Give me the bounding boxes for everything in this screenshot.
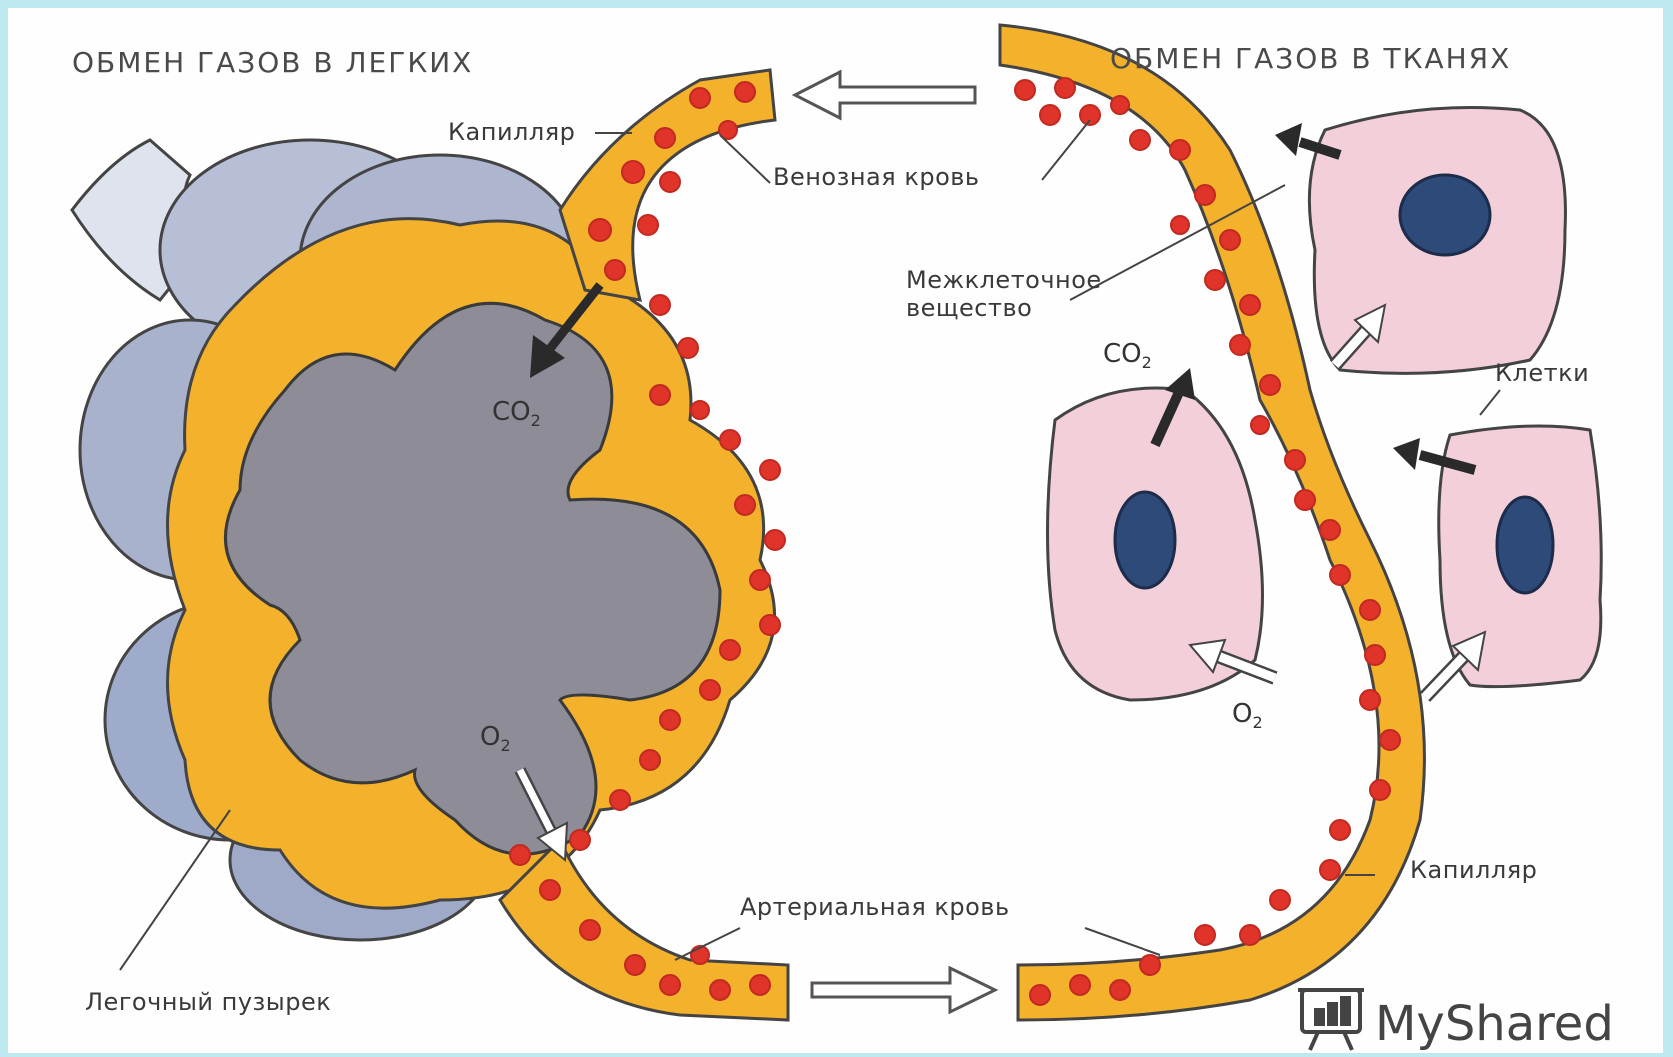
title-tissues: ОБМЕН ГАЗОВ В ТКАНЯХ xyxy=(1110,42,1511,75)
label-cells: Клетки xyxy=(1495,359,1589,387)
watermark-brand: MyShared xyxy=(1375,996,1614,1052)
tissue-cell-top xyxy=(1309,108,1565,374)
label-intercellular-2: вещество xyxy=(906,294,1032,322)
label-capillary-top: Капилляр xyxy=(448,118,575,146)
title-lungs: ОБМЕН ГАЗОВ В ЛЕГКИХ xyxy=(72,46,473,79)
label-alveolus: Легочный пузырек xyxy=(85,988,331,1016)
label-venous-blood: Венозная кровь xyxy=(773,163,980,191)
label-intercellular-1: Межклеточное xyxy=(906,266,1102,294)
label-arterial-blood: Артериальная кровь xyxy=(740,893,1010,921)
nucleus xyxy=(1400,175,1490,255)
nucleus xyxy=(1497,497,1553,593)
nucleus xyxy=(1115,492,1175,588)
label-capillary-bottom: Капилляр xyxy=(1410,856,1537,884)
